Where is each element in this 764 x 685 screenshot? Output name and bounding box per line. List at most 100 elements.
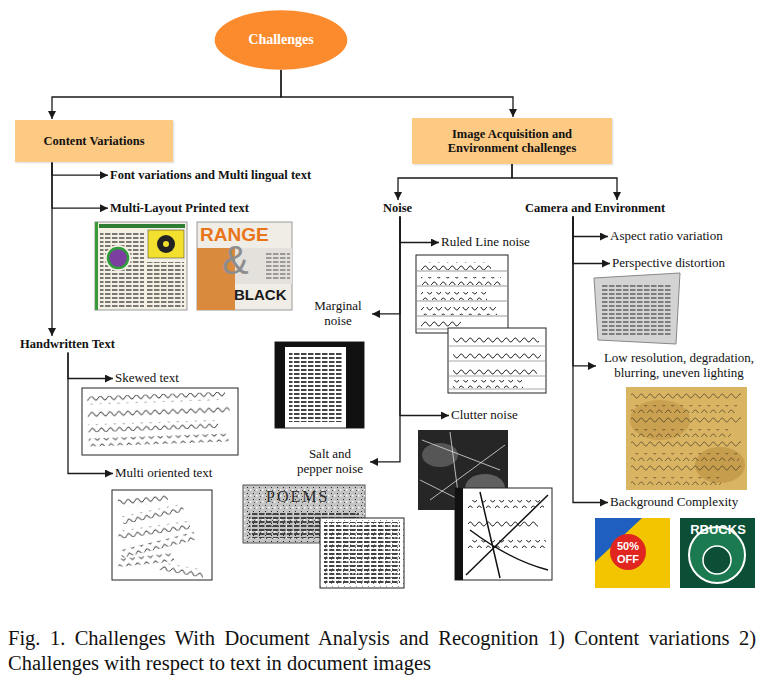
text-column — [266, 252, 290, 280]
image-text: & — [222, 240, 249, 280]
skewed-handwriting — [82, 388, 238, 455]
page-band — [95, 222, 98, 310]
ellipse-shape — [215, 10, 348, 69]
connector-arrow — [52, 163, 108, 175]
clutter-scratches — [466, 492, 548, 578]
handwritten-line — [468, 540, 546, 548]
challenge-label: Ruled Line noise — [441, 235, 530, 250]
text-column — [602, 283, 672, 337]
handwritten-line — [120, 532, 196, 558]
page-thumb — [197, 222, 292, 310]
node-text: Content Variations — [43, 134, 144, 148]
figure-ground — [105, 245, 131, 271]
node-text: Multi oriented text — [115, 466, 212, 481]
text-column — [289, 352, 343, 422]
ruled-line-sample-2 — [448, 328, 546, 393]
node-text: Aspect ratio variation — [610, 229, 723, 244]
node-text: Perspective distortion — [612, 256, 725, 271]
node-text: Skewed text — [115, 371, 179, 386]
node-text: Handwritten Text — [20, 337, 115, 351]
connector-arrow — [573, 216, 610, 263]
category-label: Multi-Layout Printed text — [110, 201, 249, 215]
node-text: Marginal noise — [306, 299, 370, 329]
handwritten-line — [453, 367, 537, 375]
warning-symbol — [157, 235, 175, 253]
handwritten-line — [453, 337, 539, 345]
multi-layout-page-1 — [95, 222, 187, 310]
ruled-sheet — [448, 328, 546, 393]
margin-band — [285, 342, 346, 347]
handwritten-line — [453, 380, 523, 388]
degraded-document-sample — [626, 387, 747, 490]
connector-arrow — [68, 352, 113, 473]
handwritten-line — [88, 420, 218, 433]
background-sample-2 — [680, 518, 755, 588]
distorted-page — [594, 273, 680, 344]
salt-pepper-sample-2 — [320, 518, 404, 588]
connector-arrow — [398, 164, 512, 200]
node-text: Background Complexity — [610, 495, 738, 510]
noisy-page — [320, 518, 404, 588]
logo-photo — [680, 518, 755, 588]
handwritten-line — [160, 562, 205, 578]
handwritten-line — [87, 392, 225, 405]
challenge-label: Multi oriented text — [115, 466, 212, 481]
faded-writing — [631, 405, 737, 413]
ruled-sheet — [416, 255, 508, 333]
figure-caption: Fig. 1. Challenges With Document Analysi… — [8, 626, 756, 676]
handwritten-line — [421, 292, 487, 300]
category-label: Camera and Environment — [525, 201, 665, 215]
handwritten-line — [118, 495, 169, 507]
connector-arrow — [573, 216, 596, 366]
clutter-noise-sample-2 — [455, 488, 552, 580]
challenge-label: Aspect ratio variation — [610, 229, 723, 244]
poster — [595, 518, 670, 588]
handwritten-line — [421, 262, 491, 270]
image-text: POEMS — [266, 489, 329, 505]
image-text: OFF — [610, 554, 646, 565]
handwritten-line — [88, 406, 230, 419]
connector-arrow — [512, 164, 617, 200]
logo-center — [703, 546, 731, 574]
connector-arrow — [573, 216, 608, 502]
sale-badge — [610, 534, 646, 570]
connector-arrow — [68, 352, 113, 378]
challenge-label: Marginal noise — [306, 299, 370, 329]
connector-arrow — [52, 70, 281, 119]
faded-writing — [631, 465, 741, 473]
category-label: Handwritten Text — [20, 337, 115, 351]
handwritten-line — [421, 307, 497, 315]
faded-writing — [631, 477, 721, 485]
noisy-page — [455, 488, 552, 580]
node-text: Salt and pepper noise — [292, 447, 368, 477]
noise-texture — [320, 518, 404, 588]
challenge-label: Perspective distortion — [612, 256, 725, 271]
connector-arrow — [372, 216, 400, 314]
faded-writing — [631, 453, 739, 461]
node-text: Challenges — [248, 32, 313, 48]
margin-band — [346, 342, 364, 428]
root-ellipse: Challenges — [214, 10, 348, 70]
node-text: Low resolution, degradation, blurring, u… — [598, 351, 760, 381]
challenge-label: Clutter noise — [451, 408, 518, 423]
handwritten-line — [468, 500, 544, 508]
node-text: Image Acquisition and Environment challe… — [420, 127, 604, 156]
figure-circle — [108, 248, 128, 268]
challenge-label: Salt and pepper noise — [292, 447, 368, 477]
text-column — [100, 232, 144, 308]
text-column — [146, 262, 184, 308]
handwritten-line — [89, 434, 229, 447]
ruled-lines — [449, 346, 545, 389]
category-box: Image Acquisition and Environment challe… — [412, 118, 612, 164]
node-text: Ruled Line noise — [441, 235, 530, 250]
image-text: BLACK — [234, 287, 287, 302]
clutter-bar — [455, 488, 463, 580]
multi-layout-page-2 — [197, 222, 292, 310]
handwriting-sheet — [82, 388, 238, 455]
image-text: RBUCKS — [686, 523, 750, 536]
node-text: Camera and Environment — [525, 201, 665, 215]
node-text: Clutter noise — [451, 408, 518, 423]
handwritten-line — [421, 277, 501, 285]
margin-band — [275, 342, 285, 428]
connector-arrow — [281, 70, 513, 117]
